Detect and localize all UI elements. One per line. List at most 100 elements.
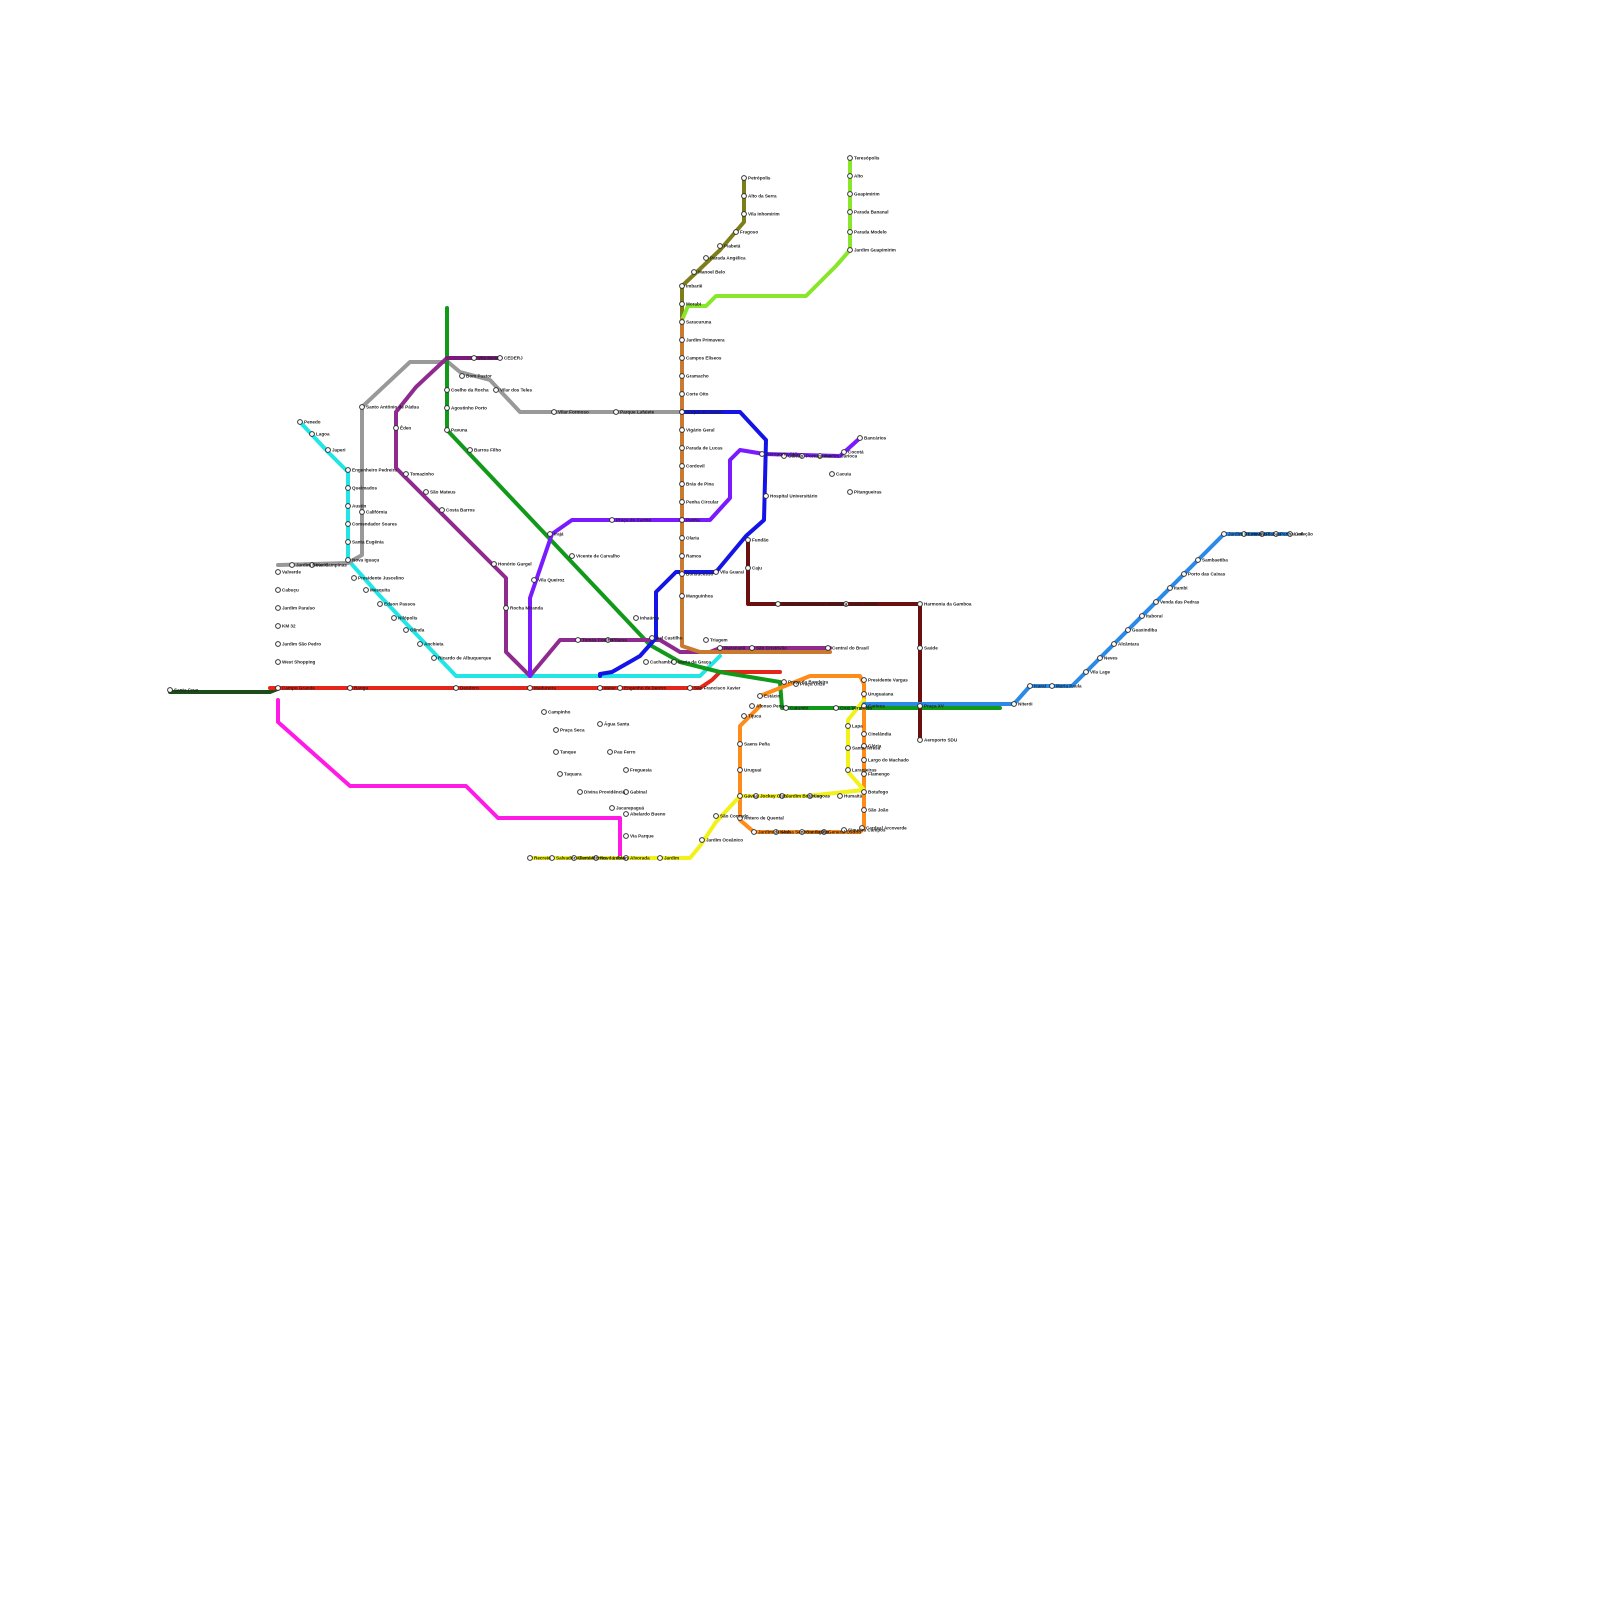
station-tijuca[interactable] <box>741 713 747 719</box>
station-jardim-botanico[interactable] <box>779 793 785 799</box>
station-bonsucesso[interactable] <box>679 571 685 577</box>
station-inhauma[interactable] <box>633 615 639 621</box>
station-bancarios[interactable] <box>857 435 863 441</box>
station-tomazinho[interactable] <box>403 471 409 477</box>
station-maria-da-graca[interactable] <box>671 659 677 665</box>
station-sao-cristovao[interactable] <box>749 645 755 651</box>
station-siqueira-campos[interactable] <box>841 827 847 833</box>
station-neves[interactable] <box>1097 655 1103 661</box>
station-iraja[interactable] <box>547 531 553 537</box>
station-engenheiro-pedreira[interactable] <box>345 467 351 473</box>
station-niteroi[interactable] <box>1011 701 1017 707</box>
station-sao-mateus[interactable] <box>423 489 429 495</box>
station-santa-cruz[interactable] <box>167 687 173 693</box>
station-bom-pastor[interactable] <box>459 373 465 379</box>
station-santa-eugenia[interactable] <box>345 539 351 545</box>
station-afonso-pena[interactable] <box>749 703 755 709</box>
station-campinho[interactable] <box>541 709 547 715</box>
station-cachambi[interactable] <box>643 659 649 665</box>
station-cantagalo[interactable] <box>799 829 805 835</box>
station-nilopolis[interactable] <box>391 615 397 621</box>
station-campos-eliseos[interactable] <box>679 355 685 361</box>
station-largo-do-machado[interactable] <box>861 757 867 763</box>
station-alcantara[interactable] <box>1111 641 1117 647</box>
station-vilar-formoso[interactable] <box>551 409 557 415</box>
station-novo-leblon[interactable] <box>593 855 599 861</box>
station-parada-modelo[interactable] <box>847 229 853 235</box>
station-uruguaiana[interactable] <box>861 691 867 697</box>
station-vicente-de-carvalho[interactable] <box>569 553 575 559</box>
station-ricardo-de-albuquerque[interactable] <box>431 655 437 661</box>
station-cocota[interactable] <box>841 449 847 455</box>
station-vilar-dos-teles[interactable] <box>493 387 499 393</box>
station-santa-teresa[interactable] <box>845 745 851 751</box>
station-jardim-nova-campinas[interactable] <box>289 562 295 568</box>
station-lapa[interactable] <box>845 723 851 729</box>
station-fragoso[interactable] <box>733 229 739 235</box>
station-central-do-brasil[interactable] <box>825 645 831 651</box>
station-via-parque[interactable] <box>623 833 629 839</box>
station-madureira[interactable] <box>527 685 533 691</box>
station-jockey-club[interactable] <box>753 793 759 799</box>
station-corte-oito[interactable] <box>679 391 685 397</box>
station-imbarie[interactable] <box>679 283 685 289</box>
station-jardim-carioca[interactable] <box>817 453 823 459</box>
station-vila-lage[interactable] <box>1083 669 1089 675</box>
station-pilares[interactable] <box>605 637 611 643</box>
station-cordovil[interactable] <box>679 463 685 469</box>
station-sambaetiba[interactable] <box>1195 557 1201 563</box>
station-alto-da-serra[interactable] <box>741 193 747 199</box>
station-eden[interactable] <box>393 425 399 431</box>
station-manoel-belo[interactable] <box>691 269 697 275</box>
station-icarai[interactable] <box>1027 683 1033 689</box>
station-gavea[interactable] <box>737 793 743 799</box>
station-cacuia[interactable] <box>829 471 835 477</box>
station-meier[interactable] <box>597 685 603 691</box>
station-praca-onze[interactable] <box>793 681 799 687</box>
station-gloria[interactable] <box>861 743 867 749</box>
station-freguesia[interactable] <box>623 767 629 773</box>
station-olinda[interactable] <box>403 627 409 633</box>
station-west-shopping[interactable] <box>275 659 281 665</box>
station-praca-seca[interactable] <box>553 727 559 733</box>
station-pavuna[interactable] <box>444 427 450 433</box>
station-galeao[interactable] <box>781 453 787 459</box>
station-parada-bananal[interactable] <box>847 209 853 215</box>
station-humaita[interactable] <box>837 793 843 799</box>
station-itambi[interactable] <box>1167 585 1173 591</box>
station-japeri[interactable] <box>325 447 331 453</box>
station-parada-angelica[interactable] <box>703 255 709 261</box>
station-abelardo-bueno[interactable] <box>623 811 629 817</box>
station-bangu[interactable] <box>347 685 353 691</box>
station-nossa-senhora-da-paz[interactable] <box>773 829 779 835</box>
station-piabeta[interactable] <box>717 243 723 249</box>
station-aeroporto-gig[interactable] <box>759 451 765 457</box>
station-lagoas[interactable] <box>807 793 813 799</box>
station-penha-colecao[interactable] <box>1273 531 1279 537</box>
station-california[interactable] <box>359 509 365 515</box>
station-austin[interactable] <box>345 503 351 509</box>
station-penedo[interactable] <box>297 419 303 425</box>
station-guaxindiba[interactable] <box>1125 627 1131 633</box>
station-triagem[interactable] <box>703 637 709 643</box>
station-laranjeiras[interactable] <box>845 767 851 773</box>
station-pau-ferro[interactable] <box>607 749 613 755</box>
station-fundao[interactable] <box>745 537 751 543</box>
station-gabinal[interactable] <box>623 789 629 795</box>
station-lote-xv[interactable] <box>1241 531 1247 537</box>
station-rocha-miranda[interactable] <box>503 605 509 611</box>
station-taquara[interactable] <box>557 771 563 777</box>
station-agua-santa[interactable] <box>597 721 603 727</box>
station-pitangueiras[interactable] <box>847 489 853 495</box>
station-venda-das-pedras[interactable] <box>1153 599 1159 605</box>
station-anchieta[interactable] <box>417 641 423 647</box>
station-vila-queiroz[interactable] <box>531 577 537 583</box>
station-cabucu[interactable] <box>275 587 281 593</box>
station-jardim-oceanico[interactable] <box>699 837 705 843</box>
station-mesquita[interactable] <box>363 587 369 593</box>
station-nova-iguacu[interactable] <box>345 557 351 563</box>
station-cardeal-arcoverde[interactable] <box>859 825 865 831</box>
station-saens-pena[interactable] <box>737 741 743 747</box>
station-estacio[interactable] <box>757 693 763 699</box>
station-edson-passos[interactable] <box>377 601 383 607</box>
